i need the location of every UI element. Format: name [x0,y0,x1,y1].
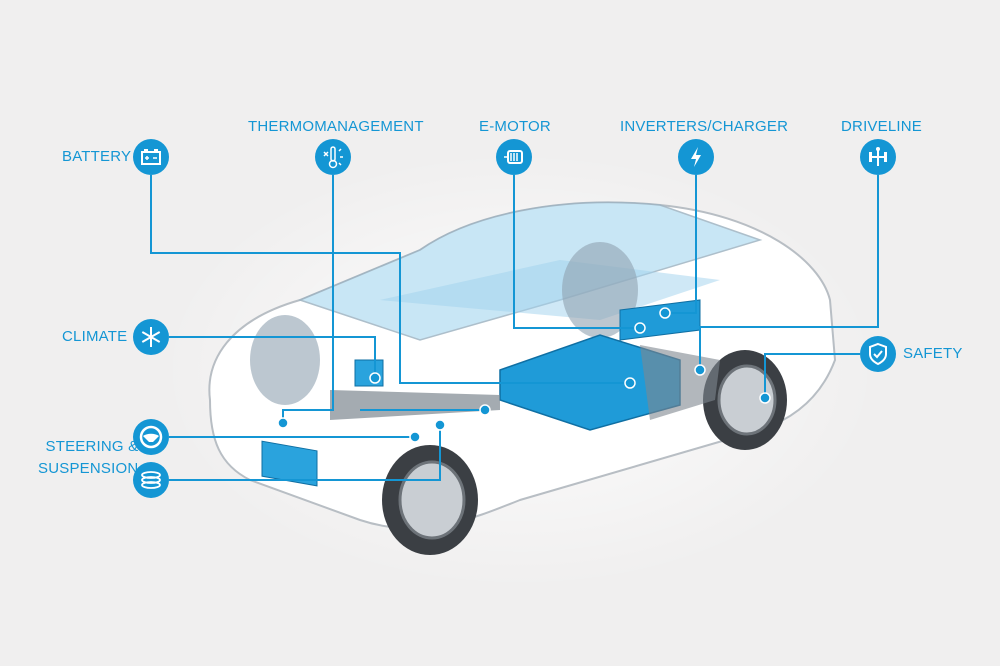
label-steering-line1: STEERING & [45,438,139,455]
label-safety: SAFETY [903,345,963,362]
lightning-bolt-icon [678,139,714,175]
snowflake-icon [133,319,169,355]
front-wheel [382,445,478,555]
label-steering-suspension: STEERING & SUSPENSION [38,436,138,480]
label-inverters-charger: INVERTERS/CHARGER [620,118,789,135]
axle-icon [860,139,896,175]
leader-lines [150,175,879,481]
electric-motor-icon [496,139,532,175]
shield-check-icon [860,336,896,372]
label-e-motor: E-MOTOR [479,118,551,135]
thermometer-icon [315,139,351,175]
coil-spring-icon [133,462,169,498]
car-battery-icon [133,139,169,175]
label-climate: CLIMATE [62,328,128,345]
leader-dots [277,307,771,443]
label-thermomanagement: THERMOMANAGEMENT [248,118,424,135]
steering-wheel-icon [133,419,169,455]
label-battery: BATTERY [62,148,132,165]
label-steering-line2: SUSPENSION [38,460,139,477]
label-driveline: DRIVELINE [841,118,922,135]
